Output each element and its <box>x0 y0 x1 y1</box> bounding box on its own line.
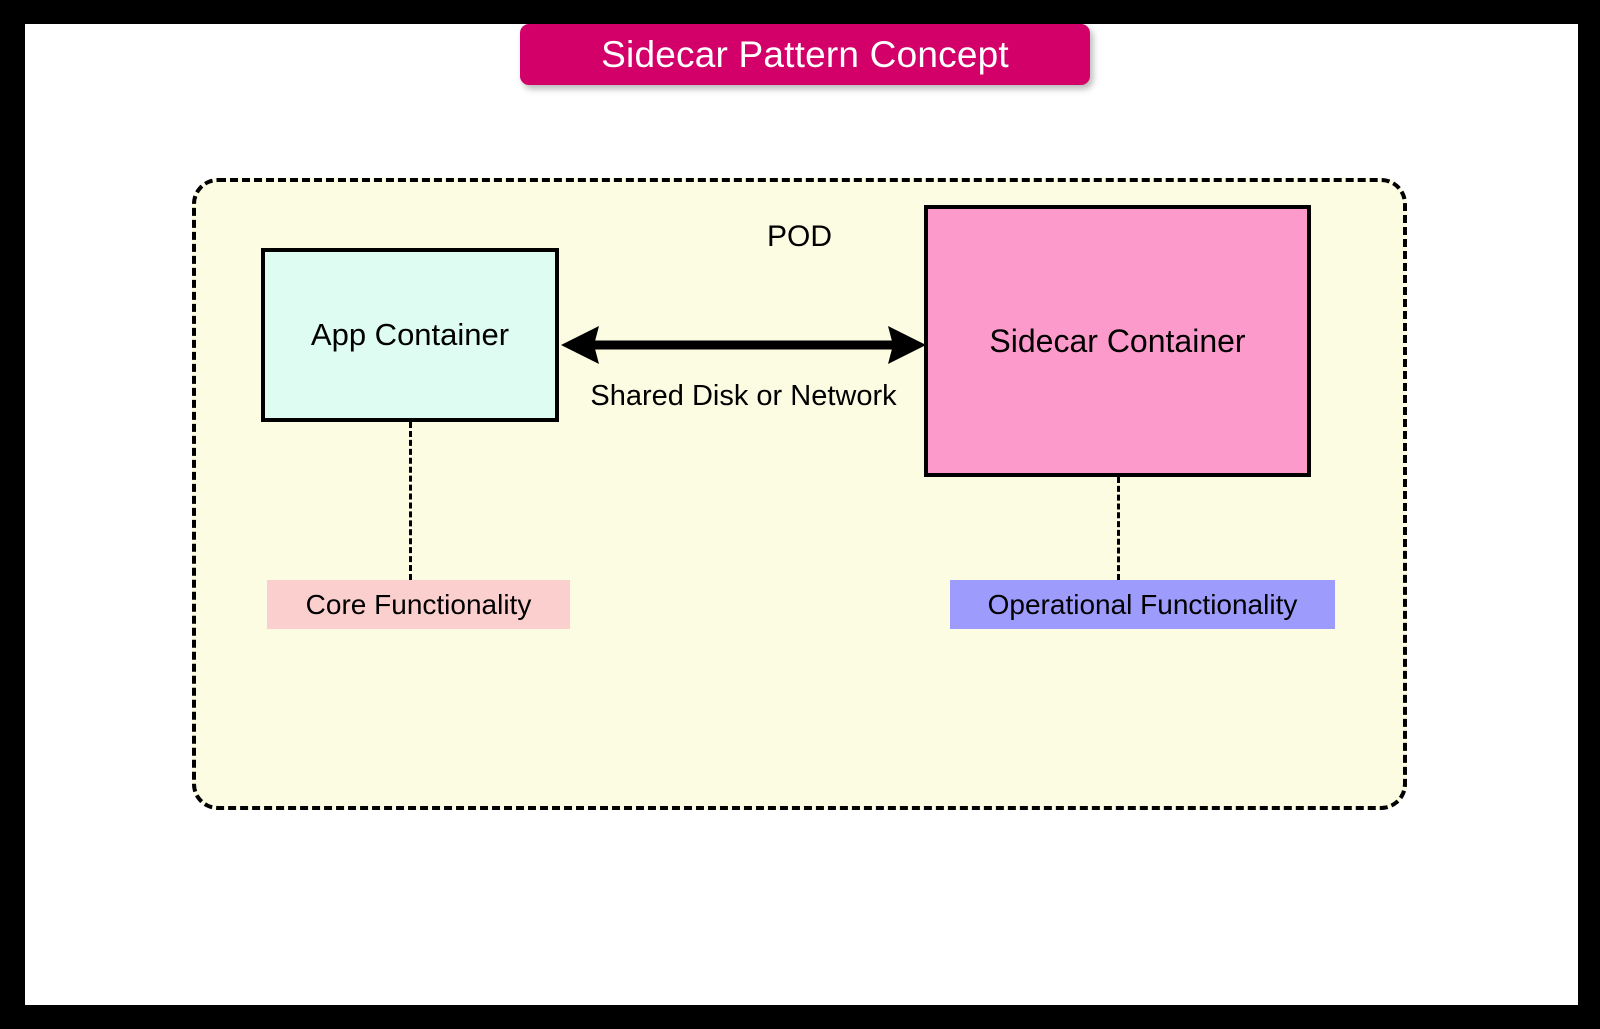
shared-link-arrow <box>561 320 926 370</box>
node-app-container-label: App Container <box>310 317 510 352</box>
pod-label: POD <box>766 220 832 253</box>
diagram-canvas: Sidecar Pattern Concept POD App Containe… <box>25 24 1578 1005</box>
node-app-container[interactable]: App Container <box>261 248 559 422</box>
sidecar-container-tag-connector <box>1117 477 1120 580</box>
node-sidecar-container[interactable]: Sidecar Container <box>924 205 1311 477</box>
tag-operational-functionality-label: Operational Functionality <box>987 588 1298 620</box>
tag-core-functionality[interactable]: Core Functionality <box>267 580 570 629</box>
tag-operational-functionality[interactable]: Operational Functionality <box>950 580 1335 629</box>
diagram-title-banner: Sidecar Pattern Concept <box>520 24 1090 85</box>
app-container-tag-connector <box>409 422 412 580</box>
page-title: Sidecar Pattern Concept <box>601 34 1009 75</box>
double-arrow-icon <box>561 326 926 364</box>
tag-core-functionality-label: Core Functionality <box>305 588 532 620</box>
shared-link-label: Shared Disk or Network <box>590 380 897 412</box>
node-sidecar-container-label: Sidecar Container <box>989 322 1246 359</box>
